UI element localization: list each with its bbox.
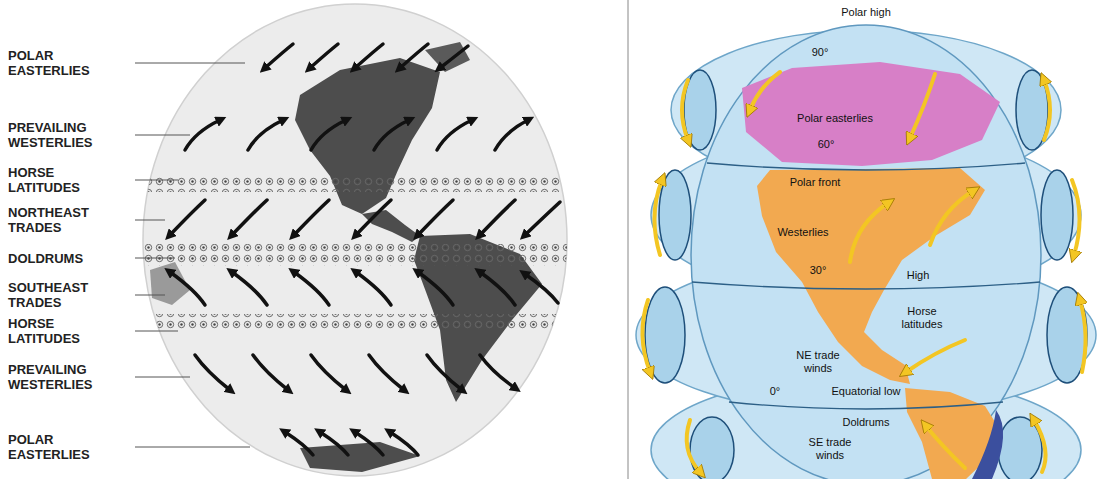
- polar-region: [742, 62, 1000, 166]
- wind-belt-label: PREVAILING WESTERLIES: [8, 120, 120, 150]
- calm-belts: [140, 176, 580, 330]
- latitude-lines: [692, 163, 1040, 409]
- circulation-label: High: [907, 269, 930, 282]
- circulation-label: Polar high: [841, 6, 891, 19]
- circulation-globe: [636, 25, 1096, 479]
- wind-arrows: [170, 44, 560, 455]
- left-globe: [135, 4, 580, 476]
- ocean-shade: [972, 410, 1003, 479]
- circulation-label: Westerlies: [777, 226, 828, 239]
- wind-belt-label: HORSE LATITUDES: [8, 165, 120, 195]
- wind-belt-label: NORTHEAST TRADES: [8, 205, 120, 235]
- circulation-label: Doldrums: [842, 416, 889, 429]
- circulation-label: 30°: [810, 264, 827, 277]
- circulation-label: Polar easterlies: [797, 112, 873, 125]
- wind-belt-label: SOUTHEAST TRADES: [8, 280, 120, 310]
- earth-sphere: [691, 25, 1041, 479]
- wind-belt-label: POLAR EASTERLIES: [8, 48, 120, 78]
- wind-belt-label: DOLDRUMS: [8, 251, 120, 266]
- panel-divider: [628, 0, 629, 479]
- wind-arrows-yellow: [642, 72, 1085, 472]
- circulation-label: 90°: [812, 46, 829, 59]
- circulation-label: 0°: [770, 385, 781, 398]
- wind-belt-label: POLAR EASTERLIES: [8, 432, 120, 462]
- globe-disc: [143, 4, 567, 476]
- circulation-label: SE trade winds: [800, 436, 860, 462]
- wind-belt-label: PREVAILING WESTERLIES: [8, 362, 120, 392]
- circulation-label: Equatorial low: [831, 385, 900, 398]
- circulation-label: Polar front: [790, 176, 841, 189]
- north-america: [757, 168, 985, 384]
- wind-belt-label: HORSE LATITUDES: [8, 316, 120, 346]
- circulation-label: 60°: [818, 138, 835, 151]
- leader-lines: [135, 63, 250, 447]
- circulation-label: Horse latitudes: [892, 305, 952, 331]
- circulation-label: NE trade winds: [788, 349, 848, 375]
